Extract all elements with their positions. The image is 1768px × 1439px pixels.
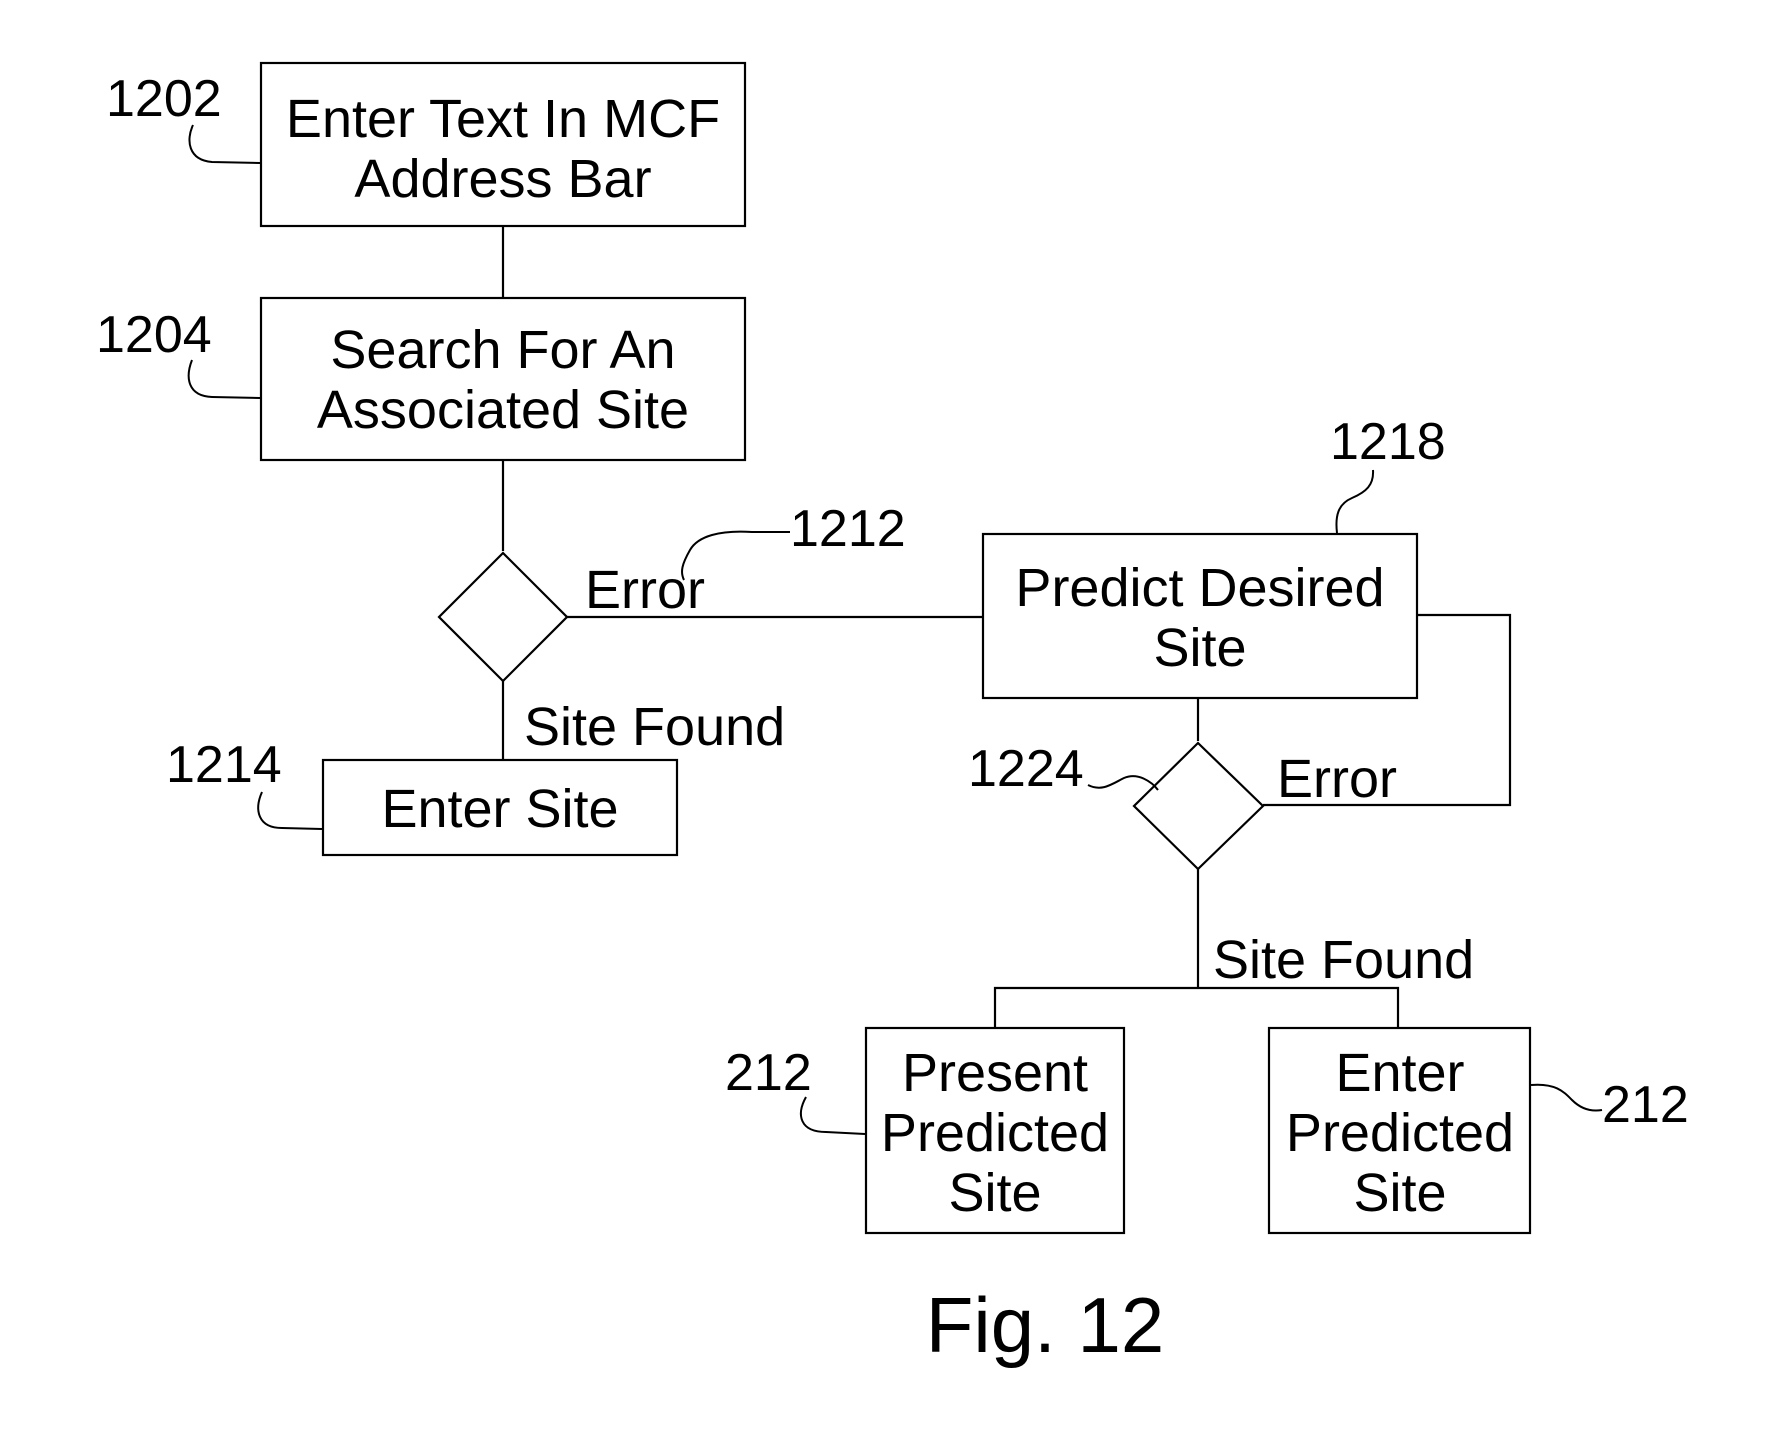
box-1204-line-1: Search For An <box>330 320 675 380</box>
box-212b-line-2: Predicted <box>1286 1103 1514 1163</box>
box-search-for-an-associated-site: Search For An Associated Site <box>261 298 745 460</box>
box-212a-line-1: Present <box>902 1043 1088 1103</box>
leader-line-212-right <box>1531 1085 1602 1111</box>
box-212a-line-2: Predicted <box>881 1103 1109 1163</box>
ref-numeral-1212: 1212 <box>790 500 906 558</box>
ref-numeral-212-left: 212 <box>725 1044 812 1102</box>
box-enter-text-in-mcf-address-bar: Enter Text In MCF Address Bar <box>261 63 745 226</box>
edge-label-error-2: Error <box>1277 749 1397 809</box>
ref-numeral-1202: 1202 <box>106 70 222 128</box>
ref-numeral-1204: 1204 <box>96 306 212 364</box>
box-1202-line-2: Address Bar <box>354 149 651 209</box>
box-1204-line-2: Associated Site <box>317 380 689 440</box>
decision-diamond-1212 <box>439 553 567 681</box>
box-212b-line-3: Site <box>1353 1163 1446 1223</box>
box-predict-desired-site: Predict Desired Site <box>983 534 1417 698</box>
leader-line-212-left <box>801 1097 865 1134</box>
decision-diamond-1224 <box>1134 743 1263 869</box>
box-212b-line-1: Enter <box>1335 1043 1464 1103</box>
ref-numeral-1214: 1214 <box>166 736 282 794</box>
edge-label-site-found-2: Site Found <box>1213 930 1474 990</box>
box-1218-line-1: Predict Desired <box>1015 558 1384 618</box>
leader-line-1204 <box>189 360 260 398</box>
leader-line-1218 <box>1336 470 1373 533</box>
leader-line-1214 <box>258 792 322 829</box>
ref-numeral-1224: 1224 <box>968 740 1084 798</box>
leader-line-1202 <box>189 125 260 163</box>
box-1214-line-1: Enter Site <box>381 779 618 839</box>
leader-line-1224 <box>1088 776 1158 790</box>
box-enter-predicted-site: Enter Predicted Site <box>1269 1028 1530 1233</box>
figure-caption: Fig. 12 <box>926 1281 1164 1369</box>
ref-numeral-212-right: 212 <box>1602 1076 1689 1134</box>
box-present-predicted-site: Present Predicted Site <box>866 1028 1124 1233</box>
box-1202-line-1: Enter Text In MCF <box>286 89 720 149</box>
box-1218-line-2: Site <box>1153 618 1246 678</box>
connector-branch-split <box>995 988 1398 1028</box>
edge-label-site-found-1: Site Found <box>524 697 785 757</box>
box-enter-site: Enter Site <box>323 760 677 855</box>
ref-numeral-1218: 1218 <box>1330 413 1446 471</box>
box-212a-line-3: Site <box>948 1163 1041 1223</box>
edge-label-error-1: Error <box>585 560 705 620</box>
